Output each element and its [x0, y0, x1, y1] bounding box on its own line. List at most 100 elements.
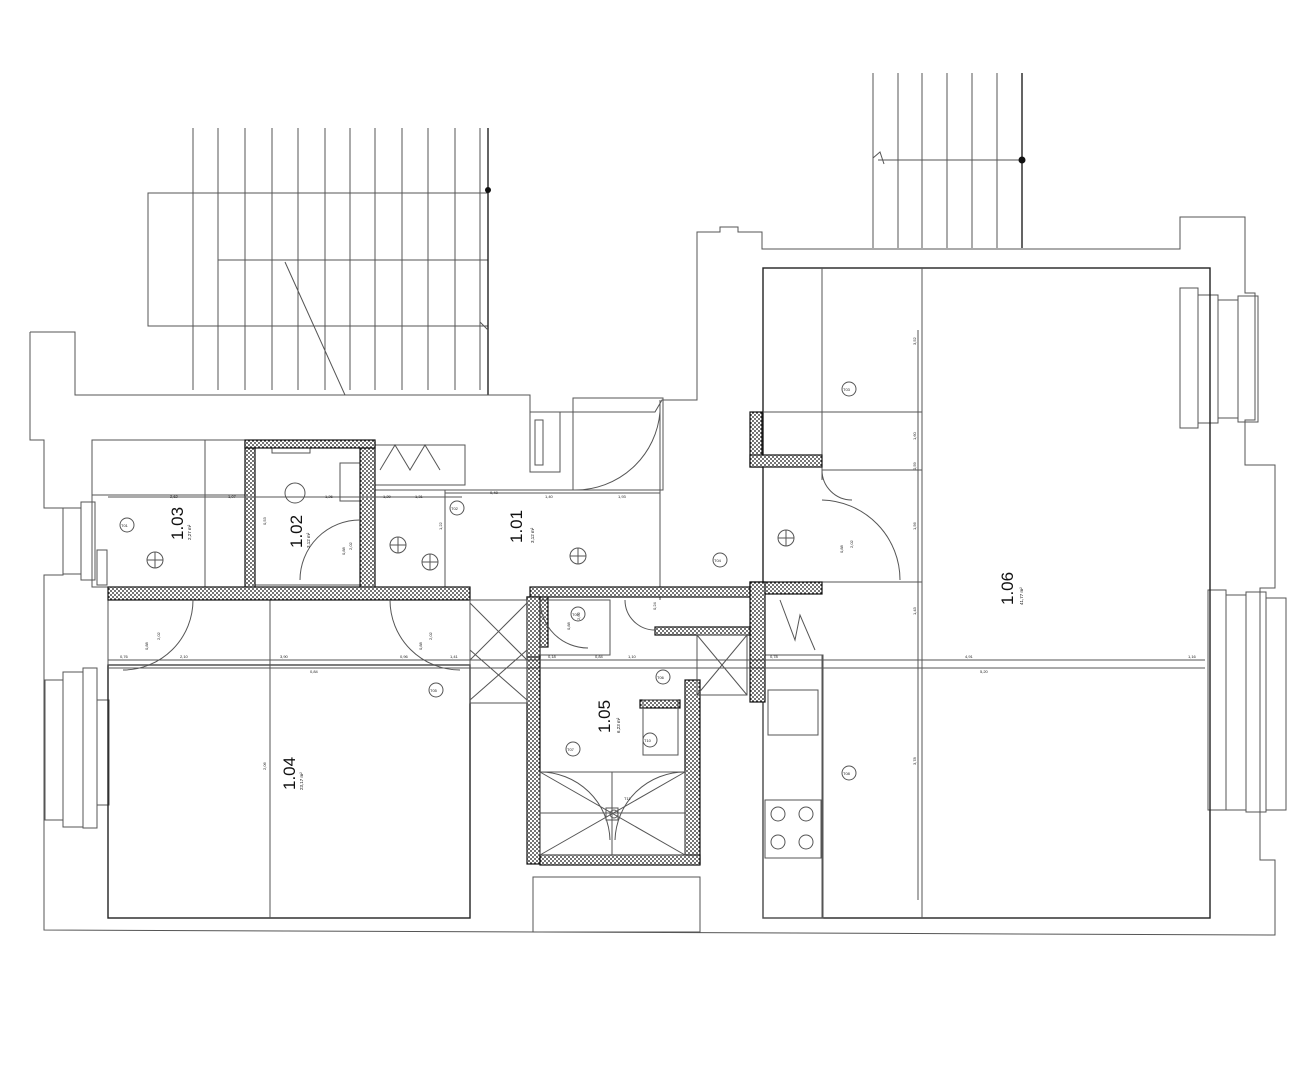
tag-2: T03 [841, 381, 857, 397]
dim-vert-4: 3,78 [912, 756, 917, 765]
svg-text:T09: T09 [572, 612, 580, 617]
tag-6: T07 [565, 741, 581, 757]
room-labels: 1.03 2,27 m² 1.02 3,12 m² 1.01 3,12 m² 1… [168, 507, 1024, 790]
dim-vert-3: 1,56 [912, 521, 917, 530]
svg-text:T10: T10 [644, 738, 652, 743]
svg-text:41,77 m²: 41,77 m² [1019, 587, 1024, 605]
dimension-lines [108, 330, 1205, 900]
dim-vert-9: 1,43 [912, 606, 917, 615]
dim-mid-7: 0,84 [595, 654, 604, 659]
door-label-8: 0,88 [341, 546, 346, 555]
tags: T01 T02 T03 T04 T05 T06 T07 T08 T09 T10 … [119, 381, 857, 819]
window-right-lower [1207, 589, 1287, 813]
door-label-9: 2,02 [348, 541, 353, 550]
tag-5: T06 [655, 669, 671, 685]
outer-perimeter [29, 216, 1276, 936]
svg-text:3,12 m²: 3,12 m² [306, 532, 311, 548]
svg-text:T08: T08 [843, 771, 851, 776]
svg-text:1.03: 1.03 [168, 507, 187, 540]
staircase-right [872, 73, 1026, 248]
dim-vert-2: 0,59 [912, 461, 917, 470]
dim-top-3: 1,29 [383, 494, 392, 499]
dim-mid-2: 3,90 [280, 654, 289, 659]
tag-8: T09 [570, 606, 586, 622]
dim-vert-7: 0,24 [652, 601, 657, 610]
svg-text:T11: T11 [624, 796, 631, 801]
svg-text:23,17 m²: 23,17 m² [299, 772, 304, 790]
dim-top-1: 1,07 [228, 494, 237, 499]
svg-text:1.05: 1.05 [595, 700, 614, 733]
door-label-5: 2,02 [576, 611, 581, 620]
tag-3: T04 [712, 552, 728, 568]
dim-mid-12: 1,16 [1188, 654, 1197, 659]
dim-top-0: 2,62 [170, 494, 179, 499]
svg-text:1.04: 1.04 [280, 757, 299, 790]
dim-vert-8: 0,53 [262, 516, 267, 525]
room-1-01-label: 1.01 3,12 m² [507, 510, 535, 543]
svg-text:T04: T04 [714, 558, 722, 563]
door-label-6: 0,88 [839, 544, 844, 553]
kitchen-counter [762, 654, 824, 919]
tag-10: T11 [609, 796, 631, 819]
window-left-upper [62, 501, 96, 581]
svg-text:T01: T01 [121, 523, 129, 528]
room-1-04-label: 1.04 23,17 m² [280, 757, 304, 790]
door-label-4: 0,88 [566, 621, 571, 630]
window-left-lower [44, 667, 110, 829]
door-label-1: 2,02 [156, 631, 161, 640]
tag-0: T01 [119, 517, 135, 533]
dim-mid-9: 0,78 [770, 654, 779, 659]
dim-mid-4: 0,96 [400, 654, 409, 659]
dim-mid-8: 1,10 [628, 654, 637, 659]
light-fixtures [146, 529, 795, 571]
svg-text:T05: T05 [430, 688, 438, 693]
tag-7: T08 [841, 765, 857, 781]
dim-mid-0: 0,76 [120, 654, 129, 659]
svg-text:1.06: 1.06 [998, 572, 1017, 605]
dim-mid-10: 4,91 [965, 654, 974, 659]
room-1-02-label: 1.02 3,12 m² [287, 515, 311, 548]
door-label-0: 0,88 [144, 641, 149, 650]
svg-text:6,23 m²: 6,23 m² [616, 717, 621, 733]
svg-text:T06: T06 [657, 675, 665, 680]
dim-top-5: 0,48 [490, 490, 499, 495]
staircase-left [147, 128, 491, 396]
hatched-walls [107, 411, 823, 866]
svg-text:1.01: 1.01 [507, 510, 526, 543]
dim-mid-1: 2,10 [180, 654, 189, 659]
passage-lattice [469, 599, 816, 704]
door-label-2: 0,88 [418, 641, 423, 650]
dim-mid-3: 0,84 [310, 669, 319, 674]
svg-text:2,27 m²: 2,27 m² [187, 524, 192, 540]
dim-vert-5: 1,22 [438, 521, 443, 530]
svg-text:T02: T02 [451, 506, 459, 511]
door-label-3: 2,02 [428, 631, 433, 640]
dim-mid-6: 0,18 [548, 654, 557, 659]
dim-vert-0: 3,52 [912, 336, 917, 345]
tag-9: T10 [642, 732, 658, 748]
svg-text:T07: T07 [567, 747, 575, 752]
dim-mid-11: 5,20 [980, 669, 989, 674]
door-swings [122, 411, 901, 841]
dim-vert-6: 2,06 [262, 761, 267, 770]
svg-text:1.02: 1.02 [287, 515, 306, 548]
dim-vert-1: 1,60 [912, 431, 917, 440]
room-1-05-outline [539, 599, 748, 856]
dim-top-2: 1,26 [325, 494, 334, 499]
tag-1: T02 [449, 500, 465, 516]
dim-mid-5: 1,41 [450, 654, 459, 659]
tag-4: T05 [428, 682, 444, 698]
room-1-01-outline [374, 397, 664, 600]
dim-top-7: 1,93 [618, 494, 627, 499]
room-1-06-outline [762, 267, 1211, 919]
window-right-upper [1179, 287, 1259, 429]
shaft-box [532, 876, 701, 933]
svg-text:3,12 m²: 3,12 m² [530, 527, 535, 543]
dim-top-4: 1,31 [415, 494, 424, 499]
room-1-02-outline [254, 444, 371, 586]
svg-text:T03: T03 [843, 387, 851, 392]
door-label-7: 2,02 [849, 539, 854, 548]
room-1-03-label: 1.03 2,27 m² [168, 507, 192, 540]
room-1-06-label: 1.06 41,77 m² [998, 572, 1024, 605]
